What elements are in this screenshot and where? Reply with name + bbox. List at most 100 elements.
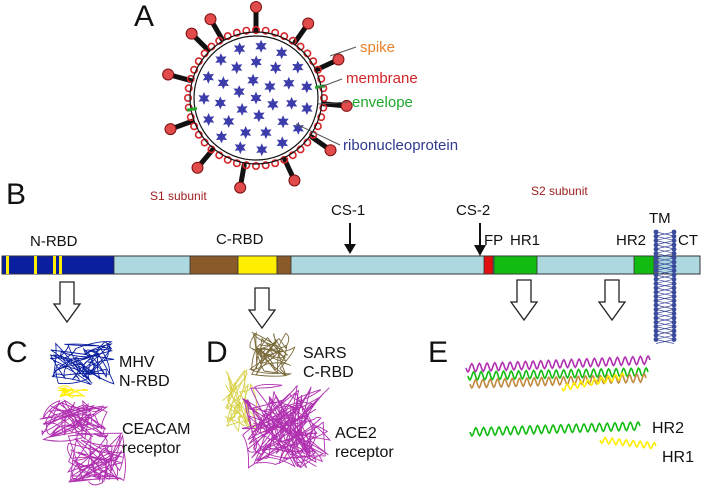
spike-stalk [292, 25, 308, 45]
lipid-tail [655, 270, 675, 276]
s2-subunit-label: S2 subunit [531, 184, 588, 198]
membrane-protein [232, 159, 241, 168]
nrbd-label: N-RBD [30, 233, 78, 250]
lipid-tail [655, 231, 675, 237]
membrane-protein [280, 155, 289, 164]
cs2-arrow-head [474, 245, 486, 256]
hr1-segment [493, 255, 538, 275]
lipid-tail [655, 287, 675, 293]
membrane-protein [223, 32, 232, 41]
hr2-down-arrow [597, 279, 627, 322]
mhv-nrbd-ribbon [49, 341, 115, 386]
tm-label: TM [649, 210, 671, 227]
lipid-tail [655, 278, 675, 284]
panel-d-label: D [206, 336, 228, 369]
virion-diagram [162, 1, 353, 194]
membrane-protein [271, 159, 280, 168]
nrbd-yellow-stripe [6, 256, 9, 274]
membrane-protein [190, 65, 199, 74]
lipid-tail [655, 330, 675, 336]
ribonucleoprotein-unit [202, 70, 214, 84]
lipid-tail [655, 317, 675, 323]
hr-bundle-helix-1 [465, 354, 651, 374]
lipid-tail [655, 313, 675, 319]
ribonucleoprotein-unit [276, 136, 288, 150]
ribonucleoprotein-unit [256, 143, 268, 157]
spike-head [324, 144, 337, 157]
ribonucleoprotein-unit [203, 113, 215, 126]
membrane-protein [252, 162, 261, 171]
mhv-ceacam-structure [39, 341, 126, 486]
panel-b-label: B [6, 178, 27, 211]
ribonucleoprotein-unit [234, 141, 246, 155]
lipid-tail [655, 300, 675, 306]
ribonucleoprotein-unit [215, 130, 228, 144]
spike-head [332, 53, 345, 66]
membrane-protein [242, 161, 251, 170]
ceacam-receptor-ribbon-bottom [66, 431, 126, 486]
panel-c-label: C [6, 336, 28, 369]
envelope-pointer [317, 101, 349, 105]
spike-head [191, 161, 204, 174]
panel-a-label: A [134, 0, 155, 33]
spike-head [234, 181, 247, 194]
ribonucleoprotein-unit [247, 73, 259, 87]
ribonucleoprotein-unit [301, 101, 313, 115]
lipid-tail [655, 274, 675, 280]
ribonucleoprotein-unit [240, 126, 252, 139]
hr-helix-structure [465, 354, 657, 450]
membrane-protein [223, 155, 232, 164]
domain-arrows [52, 223, 627, 330]
nrbd-down-arrow [52, 281, 82, 324]
ace2-receptor-ribbon [241, 383, 331, 469]
spike-stalk [210, 21, 225, 42]
sars-ace2-structure [222, 331, 331, 469]
membrane-protein [313, 65, 322, 74]
hr1-label: HR1 [510, 232, 541, 249]
crbd-segment-end [276, 255, 292, 275]
envelope-label: envelope [352, 94, 413, 111]
nrbd-segment [1, 255, 115, 275]
lipid-tail [655, 261, 675, 267]
ribonucleoprotein-unit [255, 39, 267, 53]
crbd-label: C-RBD [216, 231, 264, 248]
spike-head [302, 17, 315, 30]
spike-stalk [192, 34, 211, 53]
membrane-protein [313, 122, 322, 131]
s1-subunit-label: S1 subunit [150, 189, 207, 203]
hr2-structure-label: HR2 [652, 420, 685, 437]
lipid-tail [655, 283, 675, 288]
membrane-protein [184, 84, 193, 93]
ribonucleoprotein-unit [198, 91, 210, 105]
crbd-interface-ribbon [222, 368, 259, 433]
spike-head [288, 174, 301, 187]
membrane-protein [184, 94, 193, 103]
fp-label: FP [484, 232, 504, 249]
ribonucleoprotein-unit [236, 102, 248, 116]
ribonucleoprotein-unit [277, 115, 289, 129]
hr-bundle-helix-3 [469, 372, 647, 390]
ct-label: CT [678, 232, 698, 249]
spike-head [164, 123, 177, 136]
ace2-receptor-label: ACE2 receptor [335, 425, 394, 462]
ribonucleoprotein-unit [264, 80, 276, 94]
ribonucleoprotein-pointer [295, 123, 341, 146]
ribonucleoprotein-unit [214, 96, 226, 110]
crbd-down-arrow [247, 287, 277, 330]
membrane-protein [319, 103, 328, 112]
lipid-tail [655, 257, 675, 263]
ribonucleoprotein-unit [253, 109, 265, 123]
ribonucleoprotein-unit [215, 53, 227, 67]
membrane-protein [232, 28, 241, 37]
ribonucleoprotein-unit [233, 85, 245, 99]
nrbd-yellow-stripe [34, 256, 37, 274]
spike-head [250, 1, 262, 13]
nrbd-yellow-stripe [53, 256, 56, 274]
lipid-tail [655, 309, 675, 314]
membrane-protein [186, 113, 195, 122]
ribonucleoprotein-unit [223, 114, 235, 128]
membrane-protein [261, 26, 270, 35]
spike-head [185, 27, 198, 40]
